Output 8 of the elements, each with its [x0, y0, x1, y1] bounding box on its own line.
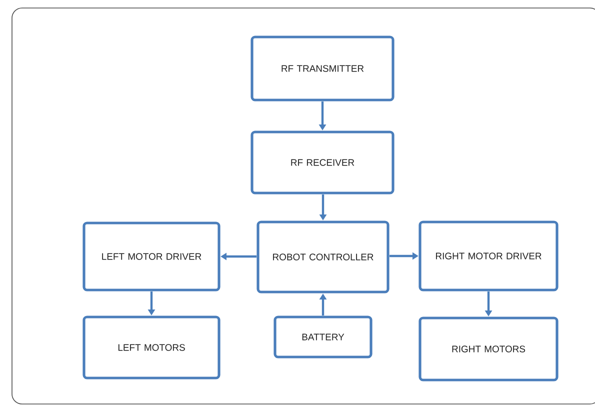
block-box: LEFT MOTOR DRIVER [82, 222, 220, 292]
block-box: BATTERY [274, 316, 372, 358]
block-box: ROBOT CONTROLLER [256, 220, 390, 294]
block-box: RIGHT MOTOR DRIVER [418, 220, 558, 292]
block-box: RIGHT MOTORS [418, 316, 558, 382]
block-box: RF RECEIVER [250, 130, 394, 194]
block-box: LEFT MOTORS [82, 316, 220, 380]
block-box: RF TRANSMITTER [250, 36, 394, 102]
